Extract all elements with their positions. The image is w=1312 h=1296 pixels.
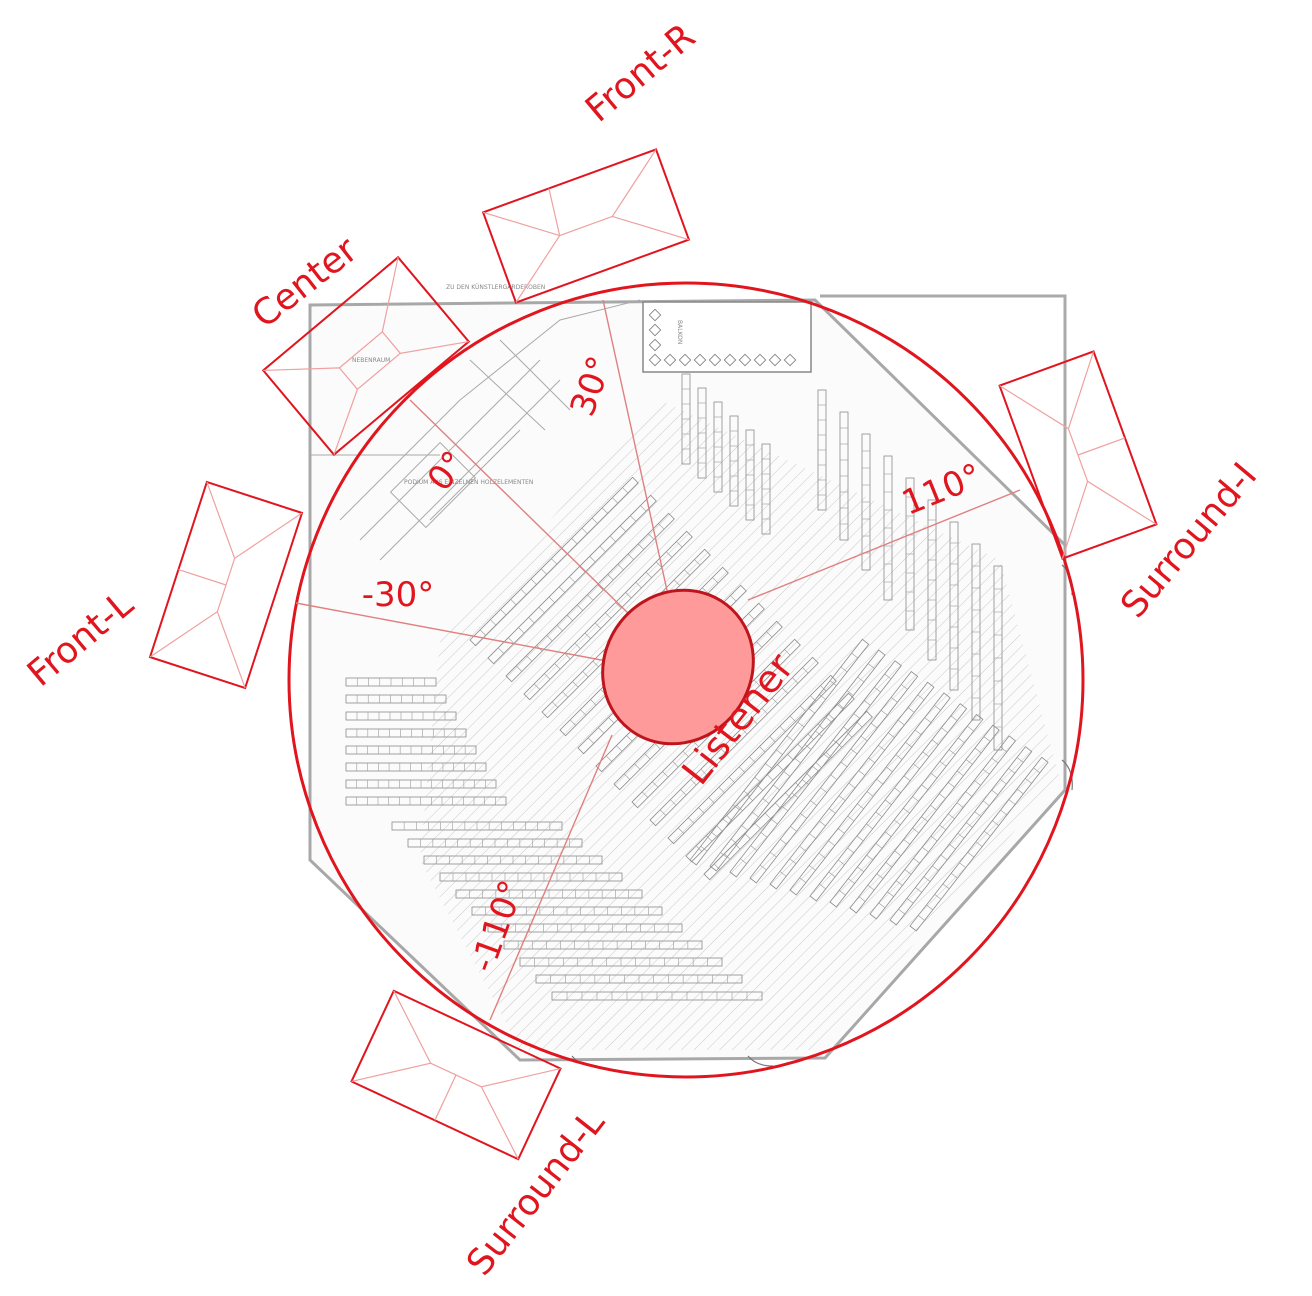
balcony-marker: [738, 353, 752, 367]
seat-row-right: [849, 724, 1000, 914]
balcony-markers: [648, 308, 797, 367]
seat-row-top: [713, 401, 723, 493]
seat-row-upper-right: [883, 455, 893, 601]
seat-row-right: [709, 649, 886, 872]
seat-row-lower: [391, 821, 563, 831]
seat-row-top: [729, 415, 739, 507]
seat-row-right: [909, 756, 1049, 932]
seat-row-left: [345, 711, 457, 721]
seat-row-top: [697, 387, 707, 479]
seat-row-right: [789, 692, 951, 896]
angle-front-l: -30°: [362, 575, 435, 615]
seat-row-lower: [471, 906, 663, 916]
balcony-marker: [663, 353, 677, 367]
balcony-marker: [648, 323, 662, 337]
plan-note-podium: PODIUM AUS EINZELNEN HOLZELEMENTEN: [404, 479, 533, 486]
balcony-marker: [648, 338, 662, 352]
ray-front-l: [295, 602, 613, 663]
seat-row-left: [345, 779, 497, 789]
speaker-overlay: Listener: [20, 16, 1265, 1283]
seating-hatch: [420, 400, 1060, 1050]
speaker-surround-l: [350, 989, 562, 1161]
label-surround-l: Surround-L: [459, 1103, 613, 1284]
plan-note-top: ZU DEN KÜNSTLERGARDEROBEN: [446, 284, 545, 291]
seat-row-lower: [407, 838, 583, 848]
balcony-marker: [723, 353, 737, 367]
label-surround-r: Surround-I: [1113, 455, 1265, 625]
label-front-r: Front-R: [578, 16, 703, 130]
seat-row-right: [769, 681, 935, 890]
speaker-circle: [287, 281, 1085, 1079]
right-wall: [820, 294, 1067, 545]
seat-row-lower: [535, 974, 743, 984]
stage-podium: [310, 299, 641, 561]
angle-rays: [295, 299, 1021, 1021]
balcony-marker: [678, 353, 692, 367]
seat-row-left: [345, 745, 477, 755]
seat-row-center: [523, 530, 693, 701]
seat-row-upper-right: [817, 389, 827, 511]
speaker-front-r: [481, 148, 691, 304]
seat-row-upper-right: [993, 565, 1003, 751]
seat-row-upper-right: [949, 521, 959, 691]
seat-row-center: [667, 674, 837, 845]
balcony-marker: [648, 353, 662, 367]
seat-row-lower: [487, 923, 683, 933]
seat-row-right: [749, 670, 919, 884]
seat-row-top: [761, 443, 771, 535]
seat-row-upper-right: [839, 411, 849, 541]
speaker-surround-r: [998, 350, 1158, 560]
seat-row-left: [345, 762, 487, 772]
ray-front-r: [602, 299, 669, 596]
plan-note-balcony: BALKON: [676, 320, 683, 344]
seat-row-left: [345, 796, 507, 806]
seat-row-left: [345, 728, 467, 738]
balcony-marker: [693, 353, 707, 367]
seat-row-lower: [551, 991, 763, 1001]
ray-surround-r: [747, 489, 1021, 601]
seat-row-center: [469, 476, 639, 647]
seat-row-right: [869, 735, 1017, 920]
label-front-l: Front-L: [20, 584, 141, 695]
seat-row-top: [681, 373, 691, 465]
seat-row-left: [345, 677, 437, 687]
seat-row-lower: [503, 940, 703, 950]
speaker-center: [261, 255, 471, 457]
ray-center: [409, 399, 631, 616]
seat-row-right: [809, 703, 968, 902]
seat-row-center: [685, 692, 855, 863]
ray-surround-l: [489, 734, 613, 1021]
listener-area: [601, 588, 755, 746]
seat-row-upper-right: [971, 543, 981, 721]
seat-row-lower: [423, 855, 603, 865]
seat-row-lower: [439, 872, 623, 882]
seat-row-left: [345, 694, 447, 704]
balcony-marker: [708, 353, 722, 367]
seat-row-lower: [519, 957, 723, 967]
seat-row-lower: [455, 889, 643, 899]
seat-row-right: [889, 746, 1033, 926]
balcony-marker: [648, 308, 662, 322]
seat-row-right: [729, 660, 902, 878]
seat-row-top: [745, 429, 755, 521]
balcony-marker: [753, 353, 767, 367]
speaker-front-l: [148, 480, 304, 690]
plan-note-side-room: NEBENRAUM: [352, 357, 390, 364]
balcony-marker: [783, 353, 797, 367]
seat-row-upper-right: [905, 477, 915, 631]
seat-row-right: [689, 638, 870, 866]
seat-row-center: [649, 656, 819, 827]
balcony-marker: [768, 353, 782, 367]
seat-row-upper-right: [927, 499, 937, 661]
